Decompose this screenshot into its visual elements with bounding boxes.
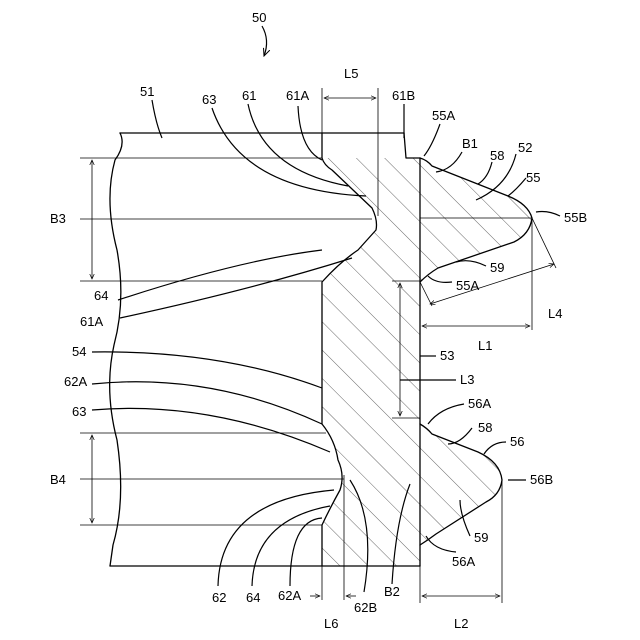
figure-pointer-arrow [262, 26, 267, 56]
label-63-top: 63 [202, 92, 216, 107]
label-63-left: 63 [72, 404, 86, 419]
label-62a-left: 62A [64, 374, 87, 389]
protrusion-56-hatch [420, 424, 502, 545]
label-L6: L6 [324, 616, 338, 631]
label-61: 61 [242, 88, 256, 103]
label-B1: B1 [462, 136, 478, 151]
label-58-top: 58 [490, 148, 504, 163]
reference-labels: 51 63 61 61A L5 61B 55A B1 58 52 55 55B … [50, 66, 587, 631]
label-55b: 55B [564, 210, 587, 225]
label-55a-top: 55A [432, 108, 455, 123]
label-54: 54 [72, 344, 86, 359]
label-61a-left: 61A [80, 314, 103, 329]
label-B3: B3 [50, 211, 66, 226]
label-56: 56 [510, 434, 524, 449]
label-53: 53 [440, 348, 454, 363]
figure-number: 50 [252, 10, 266, 25]
label-64-bottom: 64 [246, 590, 260, 605]
label-L1: L1 [478, 338, 492, 353]
label-L4: L4 [548, 306, 562, 321]
label-L5: L5 [344, 66, 358, 81]
protrusion-55-hatch [420, 158, 532, 282]
label-62: 62 [212, 590, 226, 605]
label-56a-bottom: 56A [452, 554, 475, 569]
label-56a-top: 56A [468, 396, 491, 411]
label-62a-bottom: 62A [278, 588, 301, 603]
label-62b: 62B [354, 600, 377, 615]
label-55a-bottom: 55A [456, 278, 479, 293]
label-61b: 61B [392, 88, 415, 103]
label-52: 52 [518, 140, 532, 155]
label-B4: B4 [50, 472, 66, 487]
label-B2: B2 [384, 584, 400, 599]
label-59-top: 59 [490, 260, 504, 275]
label-L3: L3 [460, 372, 474, 387]
label-56b: 56B [530, 472, 553, 487]
label-L2: L2 [454, 616, 468, 631]
label-61a-top: 61A [286, 88, 309, 103]
label-51: 51 [140, 84, 154, 99]
label-59-bottom: 59 [474, 530, 488, 545]
label-64-left: 64 [94, 288, 108, 303]
label-58-bottom: 58 [478, 420, 492, 435]
label-55: 55 [526, 170, 540, 185]
